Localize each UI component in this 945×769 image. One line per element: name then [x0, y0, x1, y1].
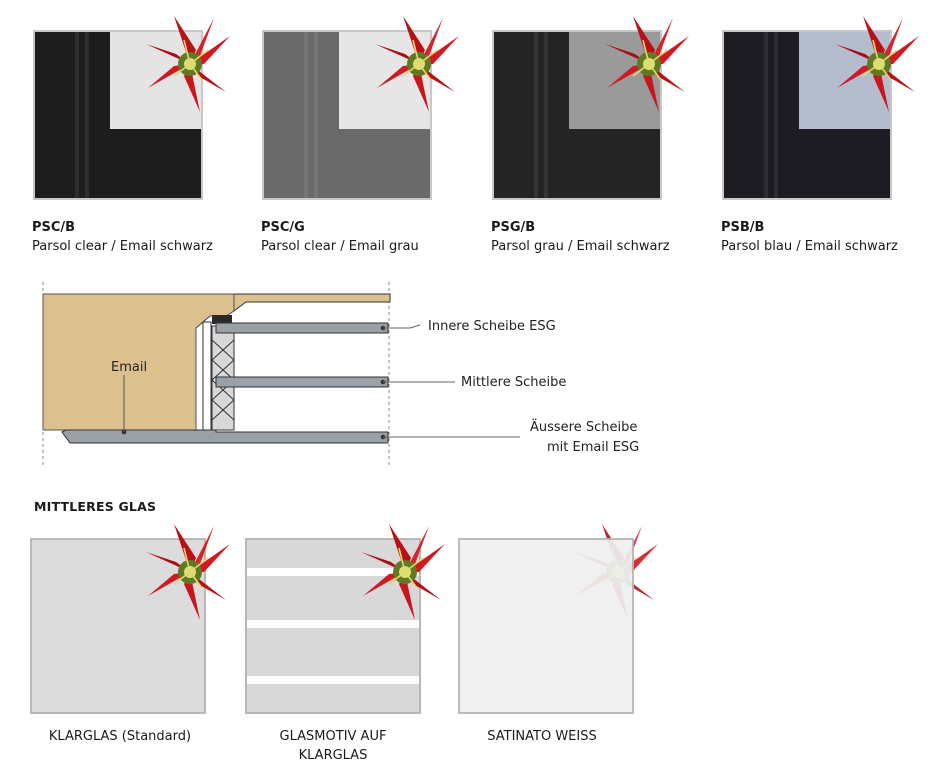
- outer-pane-label-line2: mit Email ESG: [547, 440, 639, 455]
- swatch-code: PSC/B: [32, 220, 76, 235]
- glass-option-satinato: [458, 538, 634, 714]
- glass-label-satinato: SATINATO WEISS: [487, 729, 597, 744]
- spacer-hatch: [211, 339, 235, 421]
- swatch-caption-psg-b: PSG/B Parsol grau / Email schwarz: [491, 218, 670, 256]
- section-title: MITTLERES GLAS: [34, 499, 157, 514]
- swatch-description: Parsol blau / Email schwarz: [721, 239, 898, 254]
- glass-option-glasmotiv: [245, 538, 421, 714]
- motif-band: [247, 568, 419, 576]
- glass-label-klarglas: KLARGLAS (Standard): [48, 729, 192, 744]
- swatch-description: Parsol clear / Email schwarz: [32, 239, 213, 254]
- outer-pane: [61, 429, 389, 444]
- glass-option-klarglas: [30, 538, 206, 714]
- glazing-cross-section-diagram: Email Innere Scheibe ESG Mittlere Scheib…: [42, 282, 639, 466]
- swatch-description: Parsol grau / Email schwarz: [491, 239, 670, 254]
- middle-pane-label: Mittlere Scheibe: [461, 375, 566, 390]
- swatch-caption-psc-g: PSC/G Parsol clear / Email grau: [261, 218, 419, 256]
- outer-pane-label-line1: Äussere Scheibe: [530, 419, 637, 435]
- swatch-caption-psb-b: PSB/B Parsol blau / Email schwarz: [721, 218, 898, 256]
- middle-pane: [215, 376, 389, 388]
- seal-strip: [212, 315, 232, 324]
- leader-line: [409, 324, 421, 329]
- swatch-code: PSG/B: [491, 220, 536, 235]
- lily-flower-icon: [144, 522, 236, 622]
- glass-label-glasmotiv: GLASMOTIV AUF KLARGLAS: [233, 727, 433, 765]
- inner-pane-label: Innere Scheibe ESG: [428, 319, 556, 334]
- lily-flower-icon: [359, 522, 451, 622]
- swatch-description: Parsol clear / Email grau: [261, 239, 419, 254]
- glass-label-line1: GLASMOTIV AUF: [279, 729, 387, 744]
- glass-label-line2: KLARGLAS: [298, 748, 368, 763]
- swatch-code: PSC/G: [261, 220, 305, 235]
- email-label: Email: [111, 360, 147, 375]
- swatch-psc-b: [33, 30, 203, 200]
- motif-band: [247, 676, 419, 684]
- swatch-caption-psc-b: PSC/B Parsol clear / Email schwarz: [32, 218, 213, 256]
- spacer-bar: [202, 321, 212, 431]
- swatch-code: PSB/B: [721, 220, 765, 235]
- motif-band: [247, 620, 419, 628]
- inner-pane: [215, 322, 389, 334]
